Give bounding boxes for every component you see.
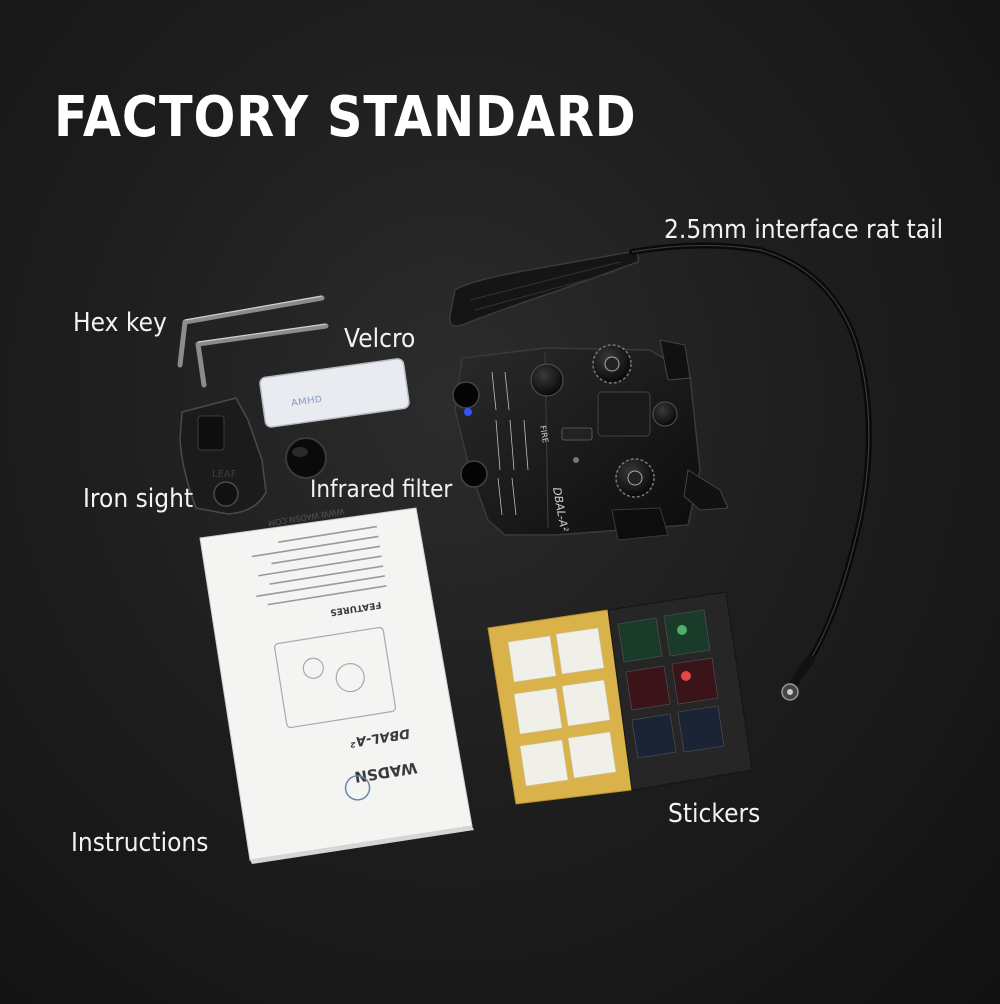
label-iron-sight: Iron sight xyxy=(83,484,194,514)
page-title: FACTORY STANDARD xyxy=(54,85,637,150)
svg-text:LEAF: LEAF xyxy=(212,469,237,480)
stickers-dark xyxy=(617,609,725,759)
label-velcro: Velcro xyxy=(344,324,416,354)
device-fire-label: FIRE xyxy=(538,425,550,444)
label-hex-key: Hex key xyxy=(73,308,167,338)
svg-text:ᴀᴍʜᴅ: ᴀᴍʜᴅ xyxy=(290,391,323,409)
label-stickers: Stickers xyxy=(668,799,761,829)
stickers-white xyxy=(507,627,617,787)
hex-key-set xyxy=(177,295,329,388)
sticker-sheet xyxy=(487,591,753,805)
rat-tail-cable xyxy=(449,242,872,701)
infrared-filter xyxy=(285,437,327,479)
label-rat-tail: 2.5mm interface rat tail xyxy=(664,215,944,245)
laser-device-dbal: FIRE DBAL-A² xyxy=(452,339,729,541)
iron-sight: LEAF xyxy=(179,397,267,515)
velcro-strip: ᴀᴍʜᴅ xyxy=(259,358,410,428)
label-instructions: Instructions xyxy=(71,828,209,858)
label-infrared-filter: Infrared filter xyxy=(310,475,453,503)
instruction-manual: WADSN DBAL-A² FEATURES WWW.WADSN.COM xyxy=(199,507,474,864)
